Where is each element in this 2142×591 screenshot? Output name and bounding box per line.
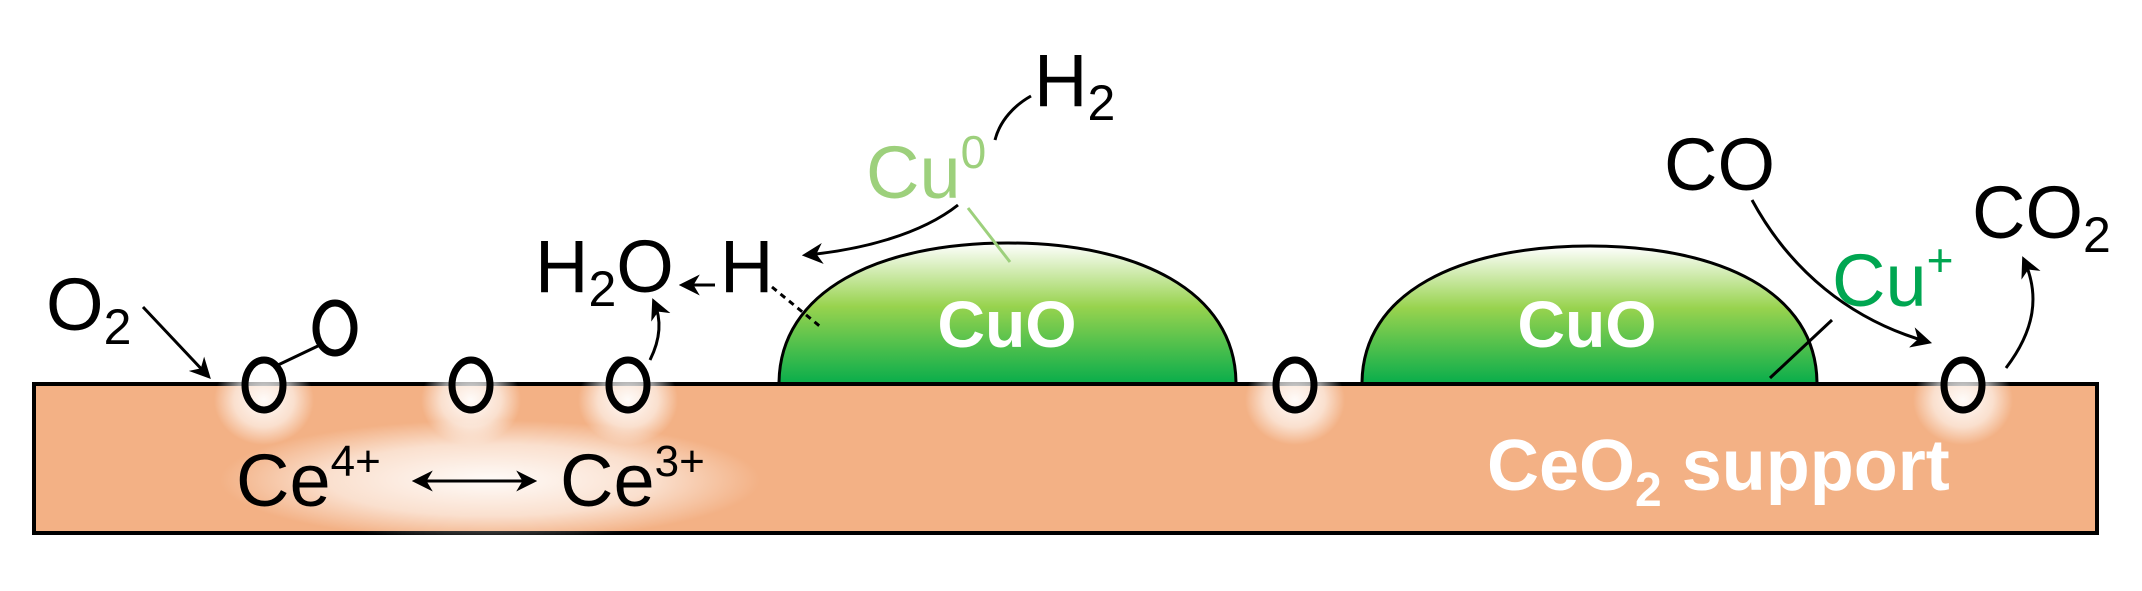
co2-label: CO2 (1972, 171, 2111, 263)
support-label: CeO2 support (1487, 426, 1950, 517)
oxygen-atom (241, 356, 287, 414)
cuo-particle-1 (777, 241, 1238, 386)
oxygen-atom (448, 356, 494, 414)
o-o-bond (277, 343, 321, 367)
cu0-to-h-arrow (801, 203, 959, 264)
cu-plus-pointer-line (1768, 318, 1834, 380)
cu0-label: Cu0 (866, 126, 986, 214)
h-label: H (720, 225, 773, 308)
ce3-label: Ce3+ (560, 437, 705, 522)
glow (214, 355, 314, 445)
cuo-particle-2 (1360, 244, 1819, 386)
co-to-o-arrow (1750, 199, 1933, 348)
oxygen-atom (1272, 356, 1318, 414)
o-to-co2-arrow (2004, 256, 2041, 369)
cu0-pointer-line (966, 207, 1012, 263)
cuo-label-2: CuO (1517, 287, 1656, 361)
oxygen-atom (1940, 356, 1986, 414)
ce4-label: Ce4+ (236, 437, 381, 522)
o-to-h2o-arrow (648, 298, 671, 361)
glow (578, 355, 678, 445)
cu-plus-label: Cu+ (1832, 234, 1953, 322)
cuo-label-1: CuO (937, 287, 1076, 361)
oxygen-atom (312, 299, 358, 357)
h2-label: H2 (1034, 39, 1115, 131)
h2o-label: H2O (535, 225, 674, 317)
o2-label: O2 (46, 263, 131, 355)
glow (1913, 355, 2013, 445)
oxygen-atom (605, 356, 651, 414)
co-label: CO (1664, 123, 1775, 206)
glow (1245, 355, 1345, 445)
h2-to-cu0-line (993, 94, 1032, 141)
o2-adsorption-arrow (141, 305, 211, 380)
